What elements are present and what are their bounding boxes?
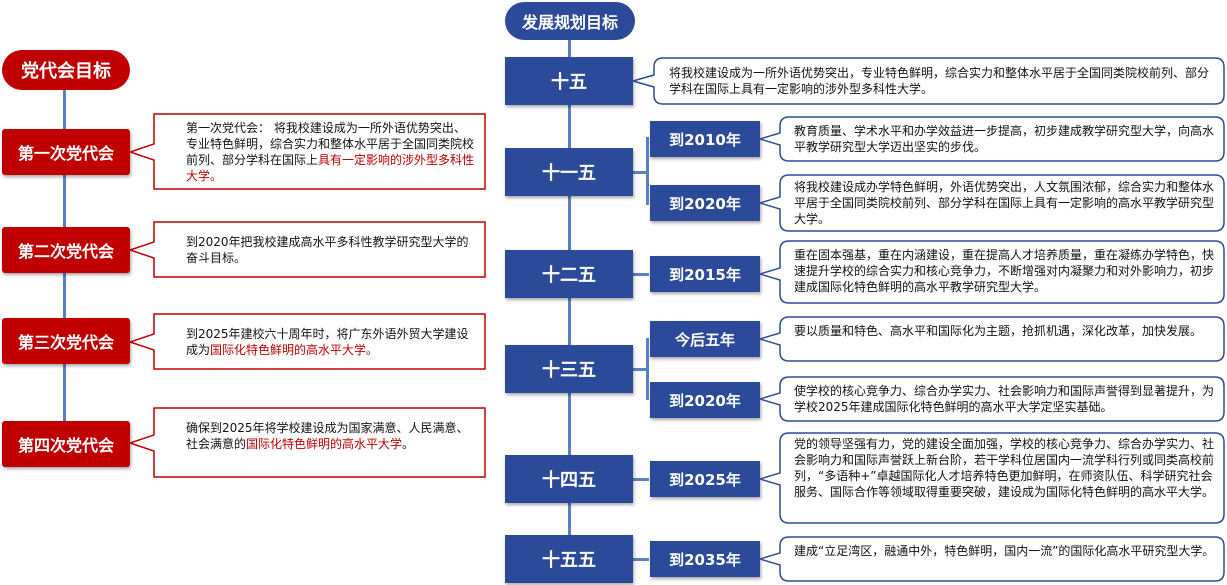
- callout-congress-1-text: 第一次党代会： 将我校建设成为一所外语优势突出、专业特色鲜明，综合实力和整体水平…: [186, 121, 475, 167]
- callout-11-2010-text: 教育质量、学术水平和办学效益进一步提高，初步建成教学研究型大学，向高水平教学研究…: [794, 124, 1215, 154]
- callout-14-2025: 党的领导坚强有力，党的建设全面加强，学校的核心竞争力、综合办学实力、社会影响力和…: [757, 432, 1225, 524]
- callout-11-2020-text: 将我校建设成办学特色鲜明，外语优势突出，人文氛围浓郁，综合实力和整体水平居于全国…: [794, 180, 1215, 226]
- callout-11-2010: 教育质量、学术水平和办学效益进一步提高，初步建成教学研究型大学，向高水平教学研究…: [757, 116, 1225, 162]
- sub-15-2035: 到2035年: [650, 541, 760, 577]
- callout-congress-2: 到2020年把我校建成高水平多科性教学研究型大学的奋斗目标。: [127, 221, 486, 278]
- callout-12-2015: 重在固本强基，重在内涵建设，重在提高人才培养质量，重在凝练办学特色，快速提升学校…: [757, 240, 1225, 304]
- callout-congress-4: 确保到2025年将学校建设成为国家满意、人民满意、社会满意的国际化特色鲜明的高水…: [127, 407, 486, 478]
- connector-h-12: [633, 273, 649, 276]
- callout-15-2035-text: 建成“立足湾区，融通中外，特色鲜明，国内一流”的国际化高水平研究型大学。: [794, 544, 1215, 558]
- party-congress-2: 第二次党代会: [2, 227, 130, 273]
- plan-14th: 十四五: [505, 455, 633, 503]
- callout-plan-10th: 将我校建设成为一所外语优势突出，专业特色鲜明，综合实力和整体水平居于全国同类院校…: [630, 57, 1225, 105]
- sub-14-2025: 到2025年: [650, 461, 760, 497]
- connector-v-11: [646, 137, 649, 205]
- callout-11-2020: 将我校建设成办学特色鲜明，外语优势突出，人文氛围浓郁，综合实力和整体水平居于全国…: [757, 174, 1225, 232]
- right-title: 发展规划目标: [505, 2, 635, 40]
- callout-congress-4-highlight: 国际化特色鲜明的高水平大学: [246, 437, 403, 451]
- callout-congress-2-text: 到2020年把我校建成高水平多科性教学研究型大学的奋斗目标。: [186, 235, 469, 265]
- party-congress-4: 第四次党代会: [2, 421, 130, 467]
- sub-13-2020: 到2020年: [650, 382, 760, 418]
- callout-plan-10th-text: 将我校建设成为一所外语优势突出，专业特色鲜明，综合实力和整体水平居于全国同类院校…: [669, 66, 1210, 96]
- callout-13-next5-text: 要以质量和特色、高水平和国际化为主题，抢抓机遇，深化改革，加快发展。: [794, 324, 1203, 338]
- plan-15th: 十五五: [505, 535, 633, 583]
- left-spine: [63, 86, 66, 466]
- callout-14-2025-text: 党的领导坚强有力，党的建设全面加强，学校的核心竞争力、综合办学实力、社会影响力和…: [794, 437, 1215, 499]
- callout-congress-4-text: 确保到2025年将学校建设成为国家满意、人民满意、社会满意的: [186, 421, 469, 451]
- callout-13-2020-text: 使学校的核心竞争力、综合办学实力、社会影响力和国际声誉得到显著提升，为学校202…: [794, 384, 1215, 414]
- callout-congress-3-text: 到2025年建校六十周年时，将广东外语外贸大学建设成为: [186, 327, 469, 357]
- plan-10th: 十五: [505, 57, 633, 105]
- callout-congress-3-highlight: 国际化特色鲜明的高水平大学。: [210, 343, 379, 357]
- callout-congress-3: 到2025年建校六十周年时，将广东外语外贸大学建设成为国际化特色鲜明的高水平大学…: [127, 313, 486, 370]
- connector-h-14: [633, 478, 649, 481]
- callout-13-next5: 要以质量和特色、高水平和国际化为主题，抢抓机遇，深化改革，加快发展。: [757, 316, 1225, 362]
- callout-congress-1-highlight: 具有一定影响的涉外型多科性大学。: [186, 153, 475, 183]
- plan-12th: 十二五: [505, 250, 633, 298]
- callout-12-2015-text: 重在固本强基，重在内涵建设，重在提高人才培养质量，重在凝练办学特色，快速提升学校…: [794, 248, 1215, 294]
- connector-h-11: [633, 171, 647, 174]
- callout-13-2020: 使学校的核心竞争力、综合办学实力、社会影响力和国际声誉得到显著提升，为学校202…: [757, 376, 1225, 422]
- plan-13th: 十三五: [505, 345, 633, 393]
- sub-11-2020: 到2020年: [650, 185, 760, 221]
- right-spine: [568, 38, 571, 558]
- callout-congress-1: 第一次党代会： 将我校建设成为一所外语优势突出、专业特色鲜明，综合实力和整体水平…: [127, 113, 486, 190]
- connector-v-13: [646, 338, 649, 400]
- connector-h-13: [633, 368, 647, 371]
- connector-h-15: [633, 558, 649, 561]
- party-congress-1: 第一次党代会: [2, 129, 130, 175]
- sub-12-2015: 到2015年: [650, 256, 760, 292]
- plan-11th: 十一五: [505, 148, 633, 196]
- left-title: 党代会目标: [2, 50, 130, 90]
- callout-15-2035: 建成“立足湾区，融通中外，特色鲜明，国内一流”的国际化高水平研究型大学。: [757, 536, 1225, 582]
- sub-13-next5: 今后五年: [650, 321, 760, 357]
- sub-11-2010: 到2010年: [650, 121, 760, 157]
- callout-congress-4-after: 。: [402, 437, 415, 451]
- party-congress-3: 第三次党代会: [2, 318, 130, 364]
